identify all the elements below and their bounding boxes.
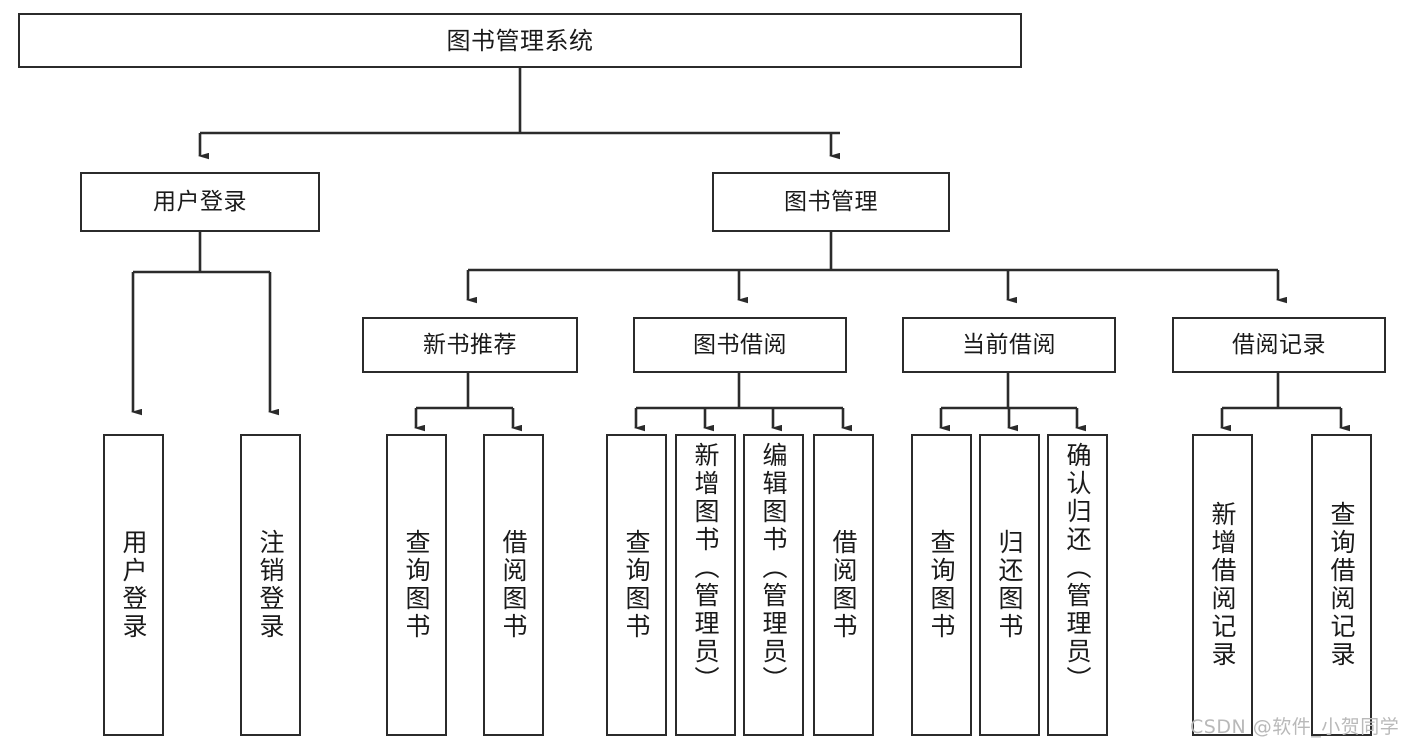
leaf-current-confirm-return-admin[interactable]: 确认归还（管理员）: [1047, 434, 1108, 736]
node-user-login[interactable]: 用户登录: [80, 172, 320, 232]
leaf-borrow-edit-book-admin[interactable]: 编辑图书（管理员）: [743, 434, 804, 736]
leaf-current-query-book-label: 查询图书: [927, 529, 956, 641]
leaf-borrow-add-book-admin[interactable]: 新增图书（管理员）: [675, 434, 736, 736]
leaf-borrow-query-book[interactable]: 查询图书: [606, 434, 667, 736]
watermark-text: CSDN @软件_小贺同学: [1190, 716, 1400, 738]
node-borrow-record-label: 借阅记录: [1232, 331, 1326, 358]
leaf-current-return-book[interactable]: 归还图书: [979, 434, 1040, 736]
leaf-logout-label: 注销登录: [256, 529, 285, 641]
leaf-record-add-borrow-record-label: 新增借阅记录: [1208, 501, 1237, 669]
leaf-record-query-borrow-record-label: 查询借阅记录: [1327, 501, 1356, 669]
leaf-record-add-borrow-record[interactable]: 新增借阅记录: [1192, 434, 1253, 736]
leaf-borrow-borrow-book[interactable]: 借阅图书: [813, 434, 874, 736]
node-book-borrow[interactable]: 图书借阅: [633, 317, 847, 373]
node-current-borrow[interactable]: 当前借阅: [902, 317, 1116, 373]
leaf-current-return-book-label: 归还图书: [995, 529, 1024, 641]
node-new-book-recommend[interactable]: 新书推荐: [362, 317, 578, 373]
leaf-current-confirm-return-admin-label: 确认归还（管理员）: [1063, 442, 1092, 694]
leaf-record-query-borrow-record[interactable]: 查询借阅记录: [1311, 434, 1372, 736]
leaf-recommend-borrow-book[interactable]: 借阅图书: [483, 434, 544, 736]
node-new-book-recommend-label: 新书推荐: [423, 331, 517, 358]
leaf-user-login-label: 用户登录: [119, 529, 148, 641]
node-borrow-record[interactable]: 借阅记录: [1172, 317, 1386, 373]
leaf-borrow-query-book-label: 查询图书: [622, 529, 651, 641]
leaf-borrow-borrow-book-label: 借阅图书: [829, 529, 858, 641]
node-book-management-label: 图书管理: [784, 188, 878, 215]
leaf-current-query-book[interactable]: 查询图书: [911, 434, 972, 736]
leaf-recommend-query-book-label: 查询图书: [402, 529, 431, 641]
leaf-borrow-add-book-admin-label: 新增图书（管理员）: [691, 442, 720, 694]
node-current-borrow-label: 当前借阅: [962, 331, 1056, 358]
leaf-recommend-query-book[interactable]: 查询图书: [386, 434, 447, 736]
node-root-label: 图书管理系统: [446, 26, 594, 55]
node-book-management[interactable]: 图书管理: [712, 172, 950, 232]
leaf-user-login[interactable]: 用户登录: [103, 434, 164, 736]
leaf-recommend-borrow-book-label: 借阅图书: [499, 529, 528, 641]
leaf-logout[interactable]: 注销登录: [240, 434, 301, 736]
leaf-borrow-edit-book-admin-label: 编辑图书（管理员）: [759, 442, 788, 694]
node-user-login-label: 用户登录: [153, 188, 247, 215]
node-root-book-management-system[interactable]: 图书管理系统: [18, 13, 1022, 68]
node-book-borrow-label: 图书借阅: [693, 331, 787, 358]
